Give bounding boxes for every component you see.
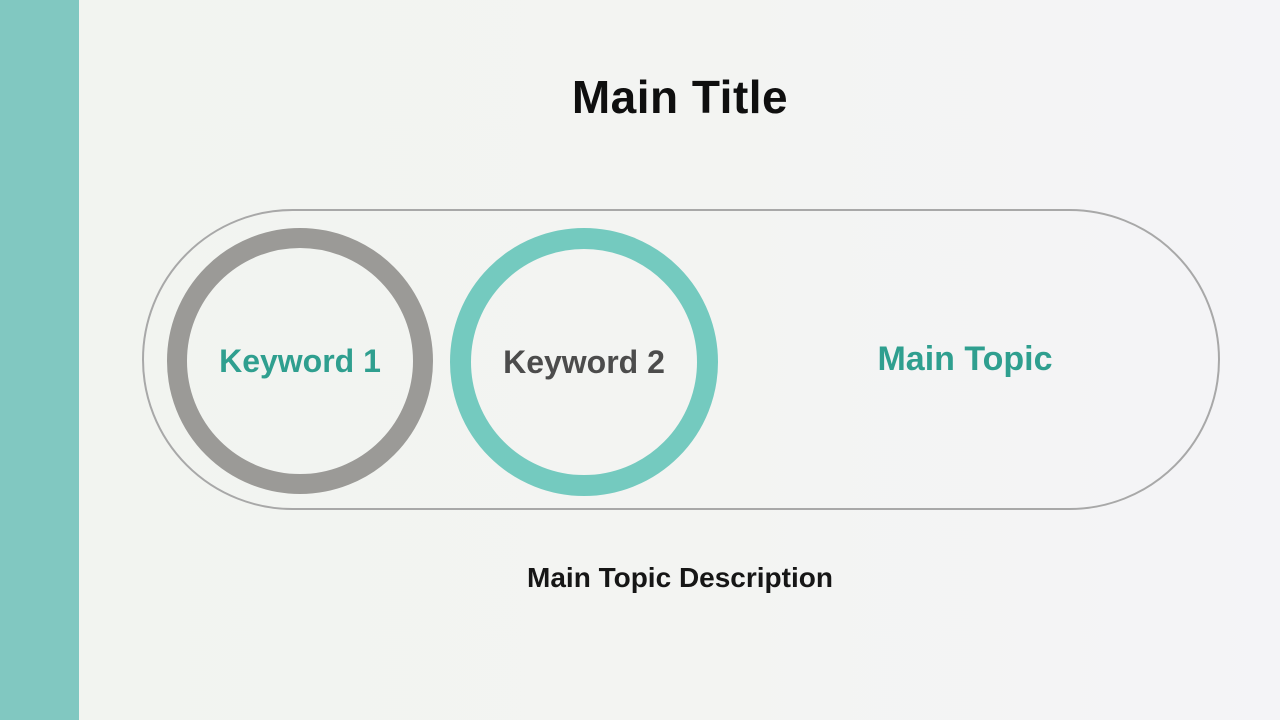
keyword-1-circle: Keyword 1 <box>167 228 433 494</box>
keyword-2-label: Keyword 2 <box>503 343 665 380</box>
sidebar-accent-bar <box>0 0 79 720</box>
keyword-2-circle: Keyword 2 <box>450 228 718 496</box>
diagram-pill-outline <box>142 209 1220 510</box>
main-topic-label: Main Topic <box>877 340 1053 378</box>
slide-title: Main Title <box>571 71 789 123</box>
keyword-1-label: Keyword 1 <box>219 342 381 379</box>
slide-description: Main Topic Description <box>527 562 833 593</box>
